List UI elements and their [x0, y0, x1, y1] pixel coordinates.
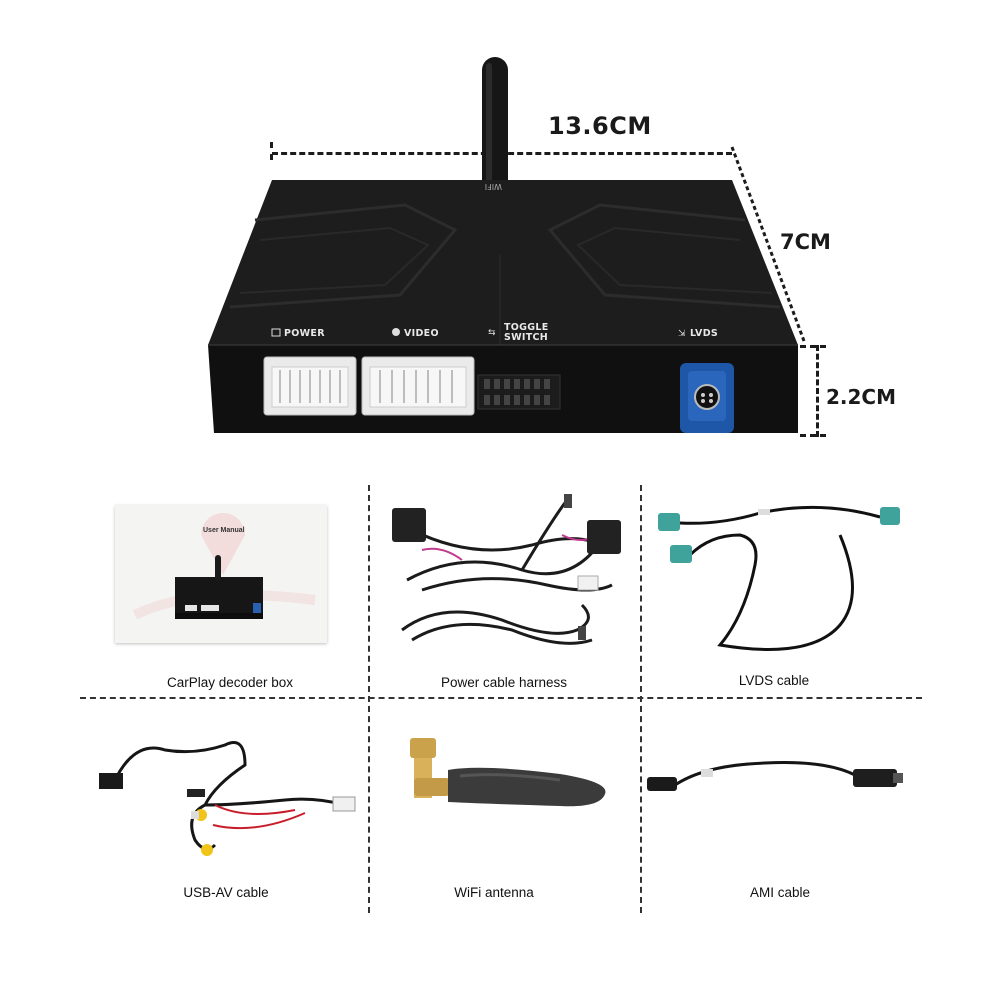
- caption-carplay-decoder-box: CarPlay decoder box: [166, 675, 294, 690]
- toggle-switch-block: [477, 374, 561, 410]
- lvds-port-label: ⇲ LVDS: [678, 328, 718, 339]
- caption-wifi-antenna: WiFi antenna: [454, 885, 534, 900]
- caption-usb-av-cable: USB-AV cable: [183, 885, 269, 900]
- ami-cable-image: [647, 761, 903, 791]
- svg-text:VIDEO: VIDEO: [404, 328, 439, 339]
- top-groove-right-inner: [576, 226, 773, 294]
- device-top-face: [208, 180, 798, 345]
- dimension-height-line: [816, 345, 819, 437]
- caption-power-cable-harness: Power cable harness: [440, 675, 568, 690]
- video-port-label: VIDEO: [392, 328, 439, 339]
- dimension-height-top-tick: [800, 345, 826, 348]
- caption-ami-cable: AMI cable: [749, 885, 811, 900]
- svg-text:LVDS: LVDS: [690, 328, 718, 339]
- power-port-label: POWER: [271, 328, 325, 339]
- grid-divider-vertical-1: [368, 485, 370, 913]
- video-connector: [361, 356, 475, 416]
- grid-divider-vertical-2: [640, 485, 642, 913]
- svg-text:SWITCH: SWITCH: [504, 332, 548, 343]
- manual-title: User Manual: [203, 527, 245, 534]
- decoder-box-illustration: WIFI POWER VIDEO ⇆ TOGGLE SWITCH ⇲ LVDS: [208, 57, 798, 433]
- dimension-width-label: 13.6CM: [548, 112, 652, 140]
- dimension-height-bottom-tick: [800, 434, 826, 437]
- manual-image: User Manual: [115, 505, 327, 643]
- dimension-depth-label: 7CM: [780, 230, 831, 254]
- lvds-cable-image: [658, 505, 900, 651]
- top-groove-left: [229, 203, 458, 309]
- svg-text:⇆: ⇆: [488, 328, 496, 338]
- svg-text:TOGGLE: TOGGLE: [504, 322, 549, 333]
- dimension-width-left-tick: [270, 142, 273, 160]
- dimension-height-label: 2.2CM: [826, 385, 897, 409]
- usb-av-cable-image: [99, 741, 356, 856]
- grid-divider-horizontal: [80, 697, 922, 699]
- antenna-wifi-label: WIFI: [485, 182, 502, 191]
- power-connector: [263, 356, 357, 416]
- caption-lvds-cable: LVDS cable: [738, 673, 810, 688]
- lvds-connector: [680, 363, 734, 433]
- wifi-antenna-image: [410, 738, 606, 807]
- svg-text:POWER: POWER: [284, 328, 325, 339]
- toggle-switch-label: ⇆ TOGGLE SWITCH: [488, 322, 549, 343]
- top-groove-right: [547, 203, 781, 309]
- top-groove-left-inner: [239, 226, 430, 294]
- svg-text:⇲: ⇲: [678, 329, 686, 339]
- wifi-antenna-icon: [482, 57, 508, 197]
- power-cable-harness-image: [392, 494, 621, 645]
